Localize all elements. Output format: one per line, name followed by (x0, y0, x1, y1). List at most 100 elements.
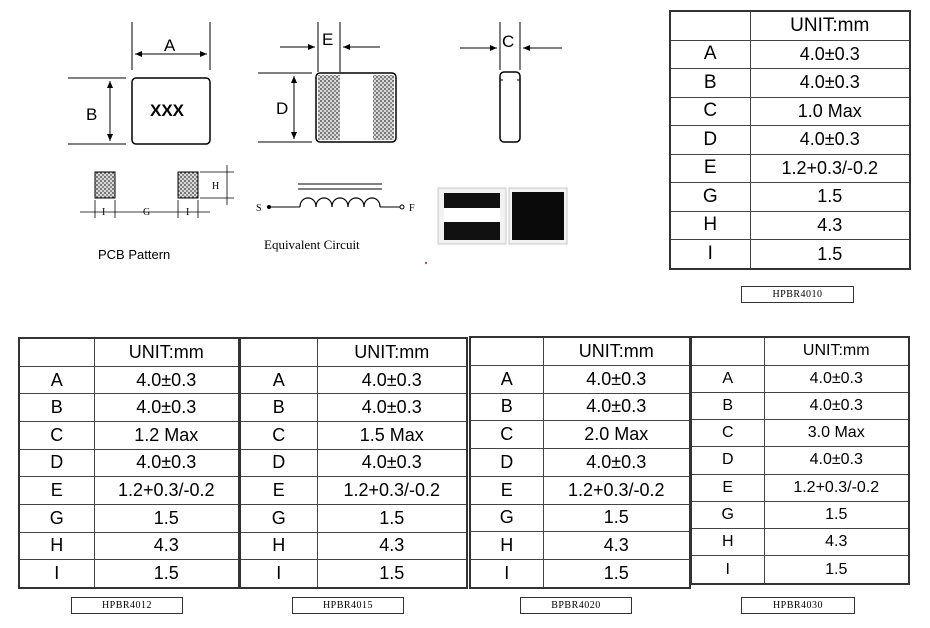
pcb-dim-h: H (212, 181, 219, 192)
dimension-key: H (18, 531, 95, 561)
dimension-value: 4.3 (749, 210, 911, 241)
dimension-value: 1.5 (763, 500, 910, 530)
unit-header: UNIT:mm (316, 337, 468, 367)
dimension-value: 1.5 (749, 239, 911, 270)
dimension-value: 1.5 (542, 559, 691, 589)
dimension-value: 1.5 Max (316, 421, 468, 450)
dimension-value: 4.3 (316, 531, 468, 561)
dimension-key: I (669, 239, 751, 270)
dimension-value: 4.3 (763, 528, 910, 557)
dimension-value: 4.0±0.3 (316, 393, 468, 423)
dimension-value: 1.2+0.3/-0.2 (93, 476, 240, 505)
table-header-row: UNIT:mm (18, 337, 240, 367)
dimension-value: 4.0±0.3 (316, 365, 468, 395)
dimension-key: H (239, 531, 318, 561)
header-blank-cell (469, 336, 544, 366)
dimension-key: I (239, 559, 318, 589)
dimension-key: I (469, 559, 544, 589)
dimension-value: 1.2+0.3/-0.2 (763, 473, 910, 502)
dimension-key: C (669, 96, 751, 127)
dimension-value: 4.0±0.3 (542, 364, 691, 394)
dimension-key: D (239, 448, 318, 478)
unit-header: UNIT:mm (749, 10, 911, 41)
part-marking: XXX (150, 101, 185, 120)
dimension-key: E (690, 473, 765, 502)
dimension-key: E (18, 476, 95, 505)
dimension-value: 4.0±0.3 (93, 393, 240, 423)
pcb-dim-i-right: I (186, 207, 189, 218)
dimension-key: G (18, 503, 95, 533)
inductor-thickness-view (499, 71, 521, 143)
header-blank-cell (669, 10, 751, 41)
dimension-value: 4.3 (542, 531, 691, 561)
dimension-key: E (469, 475, 544, 505)
dimension-value: 4.0±0.3 (763, 391, 910, 421)
table-header-row: UNIT:mm (239, 337, 468, 367)
dimension-key: H (690, 528, 765, 557)
inductor-top-view (131, 77, 211, 145)
pcb-caption: PCB Pattern (98, 247, 170, 262)
table-header-row: UNIT:mm (469, 336, 691, 366)
dimension-key: C (18, 421, 95, 450)
dimension-value: 1.5 (93, 503, 240, 533)
dim-d-label: D (276, 99, 288, 118)
dimension-value: 4.0±0.3 (93, 448, 240, 478)
pcb-dim-i-left: I (102, 207, 105, 218)
dimension-key: H (669, 210, 751, 241)
caption-hpbr4012: HPBR4012 (71, 597, 183, 614)
dimension-value: 1.2+0.3/-0.2 (749, 153, 911, 184)
dim-e-label: E (322, 30, 333, 49)
dimension-key: D (669, 125, 751, 155)
dimension-value: 1.5 (749, 182, 911, 212)
dimension-value: 4.0±0.3 (316, 448, 468, 478)
dimension-value: 4.0±0.3 (542, 392, 691, 422)
dimension-key: A (18, 365, 95, 395)
caption-hpbr4010: HPBR4010 (741, 286, 854, 303)
dimension-drawing: A B XXX E D C (68, 22, 568, 265)
dimension-value: 1.5 (316, 559, 468, 589)
dimension-value: 1.2 Max (93, 421, 240, 450)
dimension-key: A (669, 39, 751, 70)
dimension-key: B (18, 393, 95, 423)
table-header-row: UNIT:mm (690, 336, 910, 366)
dimension-value: 4.3 (93, 531, 240, 561)
circuit-finish-label: F (409, 203, 415, 214)
dimension-value: 4.0±0.3 (749, 39, 911, 70)
dim-c-label: C (502, 32, 514, 51)
dimension-value: 1.5 (93, 559, 240, 589)
dimension-value: 1.2+0.3/-0.2 (542, 475, 691, 505)
pcb-pattern: I G I H PCB Pattern (80, 165, 234, 262)
dimension-key: D (469, 448, 544, 477)
product-photos (424, 187, 568, 265)
header-blank-cell (18, 337, 95, 367)
caption-bpbr4020: BPBR4020 (520, 597, 632, 614)
dimension-key: B (239, 393, 318, 423)
dimension-value: 4.0±0.3 (749, 68, 911, 98)
unit-header: UNIT:mm (763, 336, 910, 366)
equivalent-circuit: S F Equivalent Circuit (256, 183, 415, 252)
dimension-value: 3.0 Max (763, 419, 910, 448)
dimension-key: G (690, 500, 765, 530)
dimension-key: B (469, 392, 544, 422)
dimension-value: 4.0±0.3 (749, 125, 911, 155)
